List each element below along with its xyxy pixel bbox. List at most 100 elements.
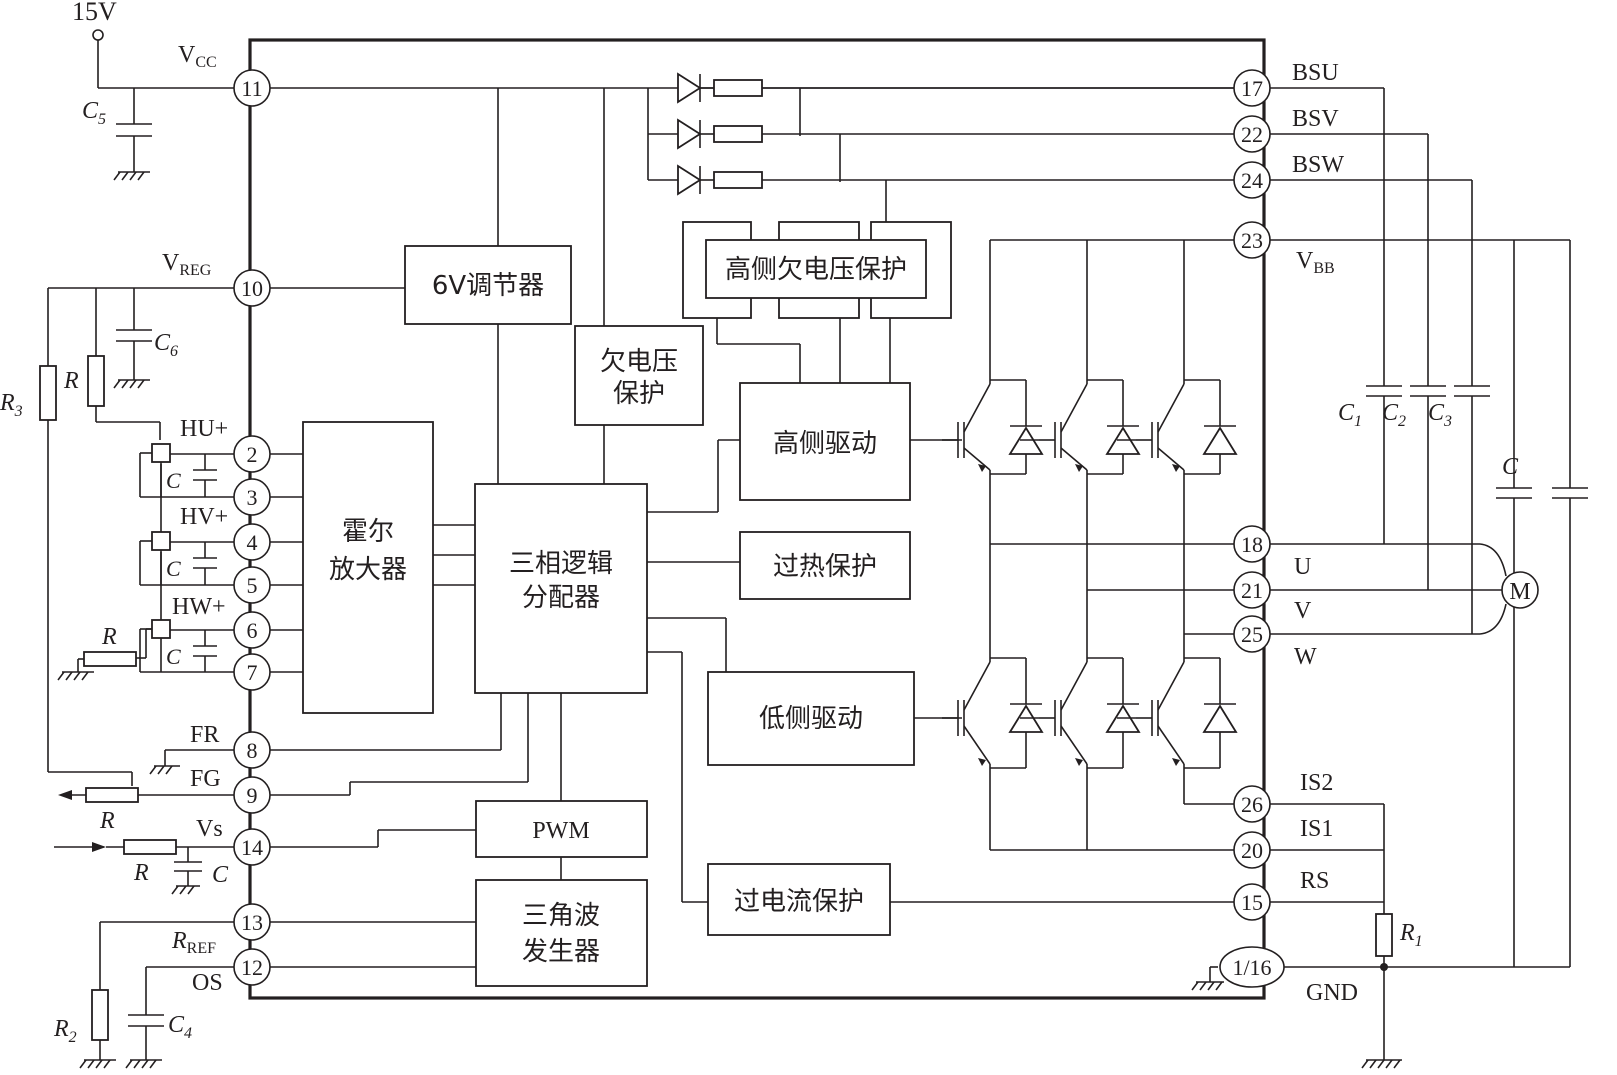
hall-line1: 霍尔 xyxy=(342,517,394,547)
pin-7: 7 xyxy=(233,653,271,691)
block-hall-amplifier: 霍尔 放大器 xyxy=(302,421,434,714)
ground-icon xyxy=(1191,981,1224,991)
ground-icon xyxy=(113,171,150,181)
bsw-label: BSW xyxy=(1292,152,1344,178)
svg-text:VREG: VREG xyxy=(162,250,212,279)
hv-label: HV+ xyxy=(180,504,228,530)
ground-icon xyxy=(57,671,94,681)
svg-text:C1: C1 xyxy=(1338,400,1362,430)
pin-14: 14 xyxy=(233,828,271,866)
pwm-label: PWM xyxy=(532,818,589,844)
hall-sensor-w: HW+ C xyxy=(139,552,238,673)
pin-4: 4 xyxy=(233,523,271,561)
pin-20: 20 xyxy=(1233,831,1271,869)
pin-number: 14 xyxy=(241,835,263,860)
capacitor-c5: C5 xyxy=(82,88,152,181)
block-high-side-undervoltage: 高侧欠电压保护 xyxy=(682,221,952,383)
pin-number: 26 xyxy=(1241,792,1263,817)
ground-icon xyxy=(171,885,200,895)
hall-sensor-v: HV+ C xyxy=(139,464,238,586)
supply-terminal xyxy=(92,29,104,41)
bootstrap-diode-u xyxy=(677,72,763,104)
hu-label: HU+ xyxy=(180,416,228,442)
r-label: R xyxy=(133,860,149,886)
c-label: C xyxy=(212,862,229,888)
rref-subscript: REF xyxy=(187,940,216,957)
vcc-label: V xyxy=(178,42,196,68)
pin-8: 8 xyxy=(233,731,271,769)
svg-text:C5: C5 xyxy=(82,98,106,128)
block-6v-regulator: 6V调节器 xyxy=(404,245,572,325)
vreg-subscript: REG xyxy=(179,262,211,279)
pin-number: 10 xyxy=(241,276,263,301)
fr-label: FR xyxy=(190,722,219,748)
r1-label: R xyxy=(1399,920,1415,946)
os-label: OS xyxy=(192,970,223,996)
uv-line2: 保护 xyxy=(613,379,665,409)
gnd-label: GND xyxy=(1306,980,1358,1006)
pin-number: 17 xyxy=(1241,76,1263,101)
c4-subscript: 4 xyxy=(184,1025,192,1042)
hall-element-icon xyxy=(151,531,171,551)
pin-1-16: 1/16 xyxy=(1219,946,1285,988)
block-low-side-driver: 低侧驱动 xyxy=(707,671,915,766)
capacitor-c6: C6 xyxy=(113,288,178,389)
pin-number: 13 xyxy=(241,910,263,935)
pin-25: 25 xyxy=(1233,615,1271,653)
capacitor-c3 xyxy=(1454,385,1490,397)
bsu-label: BSU xyxy=(1292,60,1339,86)
svg-text:R2: R2 xyxy=(53,1016,77,1046)
svg-text:R3: R3 xyxy=(0,390,23,420)
c-label: C xyxy=(166,556,181,581)
hs-uv-label: 高侧欠电压保护 xyxy=(725,255,907,285)
pin-5: 5 xyxy=(233,566,271,604)
pin-number: 23 xyxy=(1241,228,1263,253)
igbt-low-w-icon xyxy=(1136,657,1238,769)
igbt-high-v-icon xyxy=(1039,379,1141,475)
svg-text:C6: C6 xyxy=(154,330,178,360)
pin-number: 12 xyxy=(241,955,263,980)
r-label: R xyxy=(63,368,79,394)
pin-10: 10 xyxy=(233,269,271,307)
u-label: U xyxy=(1294,554,1311,580)
c5-subscript: 5 xyxy=(98,111,106,128)
r-label: R xyxy=(99,808,115,834)
input-arrow-icon xyxy=(92,842,106,852)
pin-23: 23 xyxy=(1233,221,1271,259)
pin-12: 12 xyxy=(233,948,271,986)
ground-icon xyxy=(1361,1059,1402,1069)
hs-drive-label: 高侧驱动 xyxy=(773,429,877,459)
svg-text:C4: C4 xyxy=(168,1012,192,1042)
pin-number: 6 xyxy=(247,618,258,643)
hall-element-icon xyxy=(151,619,171,639)
vbb-subscript: BB xyxy=(1313,260,1334,277)
regulator-label: 6V调节器 xyxy=(432,271,544,301)
junction-dot xyxy=(1380,963,1388,971)
w-label: W xyxy=(1294,644,1317,670)
r-label: R xyxy=(101,624,117,650)
capacitor-c-vs xyxy=(171,847,202,895)
igbt-high-u-icon xyxy=(942,379,1044,475)
overcurrent-label: 过电流保护 xyxy=(734,887,864,917)
resistor-r-vs xyxy=(123,839,177,855)
block-three-phase-logic: 三相逻辑 分配器 xyxy=(474,483,648,694)
pin-number: 21 xyxy=(1241,578,1263,603)
motor-icon xyxy=(1501,571,1539,609)
pin-22: 22 xyxy=(1233,115,1271,153)
svg-text:C2: C2 xyxy=(1382,400,1406,430)
pin-number: 18 xyxy=(1241,532,1263,557)
fg-label: FG xyxy=(190,766,221,792)
bootstrap-diode-w xyxy=(677,164,763,196)
r1-subscript: 1 xyxy=(1415,933,1423,950)
pin-3: 3 xyxy=(233,478,271,516)
block-overheat-protection: 过热保护 xyxy=(739,531,911,600)
rs-label: RS xyxy=(1300,868,1329,894)
ls-drive-label: 低侧驱动 xyxy=(759,704,863,734)
is2-label: IS2 xyxy=(1300,770,1333,796)
pin-9: 9 xyxy=(233,776,271,814)
pin-number: 22 xyxy=(1241,122,1263,147)
supply-15v: 15V xyxy=(72,0,238,89)
motor-label: M xyxy=(1509,579,1530,605)
block-triangle-wave-generator: 三角波 发生器 xyxy=(475,879,648,987)
